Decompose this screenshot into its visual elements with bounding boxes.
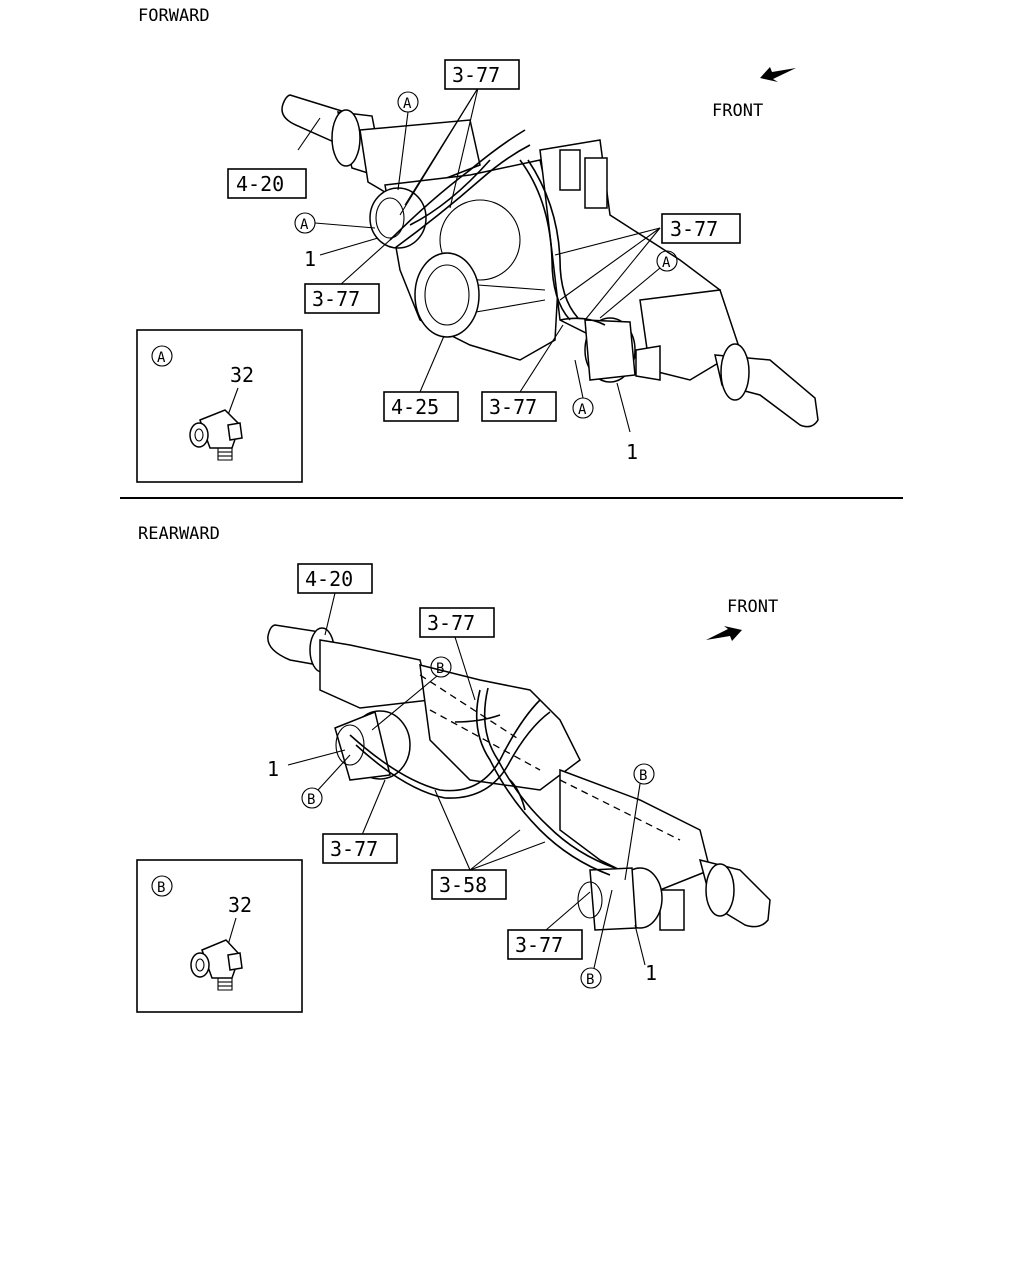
label-1-right: 1 xyxy=(626,440,638,464)
marker-b-1: B xyxy=(436,661,444,677)
forward-callouts: 3-77 4-20 3-77 3-77 4-25 3-77 xyxy=(227,59,741,422)
inset-b-part-number: 32 xyxy=(228,893,252,917)
front-arrow-icon xyxy=(706,626,742,641)
marker-b-2: B xyxy=(307,792,315,808)
inset-b: B 32 xyxy=(136,859,303,1013)
callout-4-25: 4-25 xyxy=(391,395,439,419)
label-1-left: 1 xyxy=(304,247,316,271)
forward-section: FORWARD FRONT xyxy=(136,6,819,483)
marker-a-3: A xyxy=(662,255,671,271)
callout-4-20: 4-20 xyxy=(236,172,284,196)
callout-3-77-right: 3-77 xyxy=(670,217,718,241)
inset-a-part-number: 32 xyxy=(230,363,254,387)
callout-3-77-top: 3-77 xyxy=(452,63,500,87)
forward-axle-drawing xyxy=(281,94,819,428)
rearward-callouts: 4-20 3-77 3-77 3-58 3-77 xyxy=(297,563,583,960)
callout-3-77-left: 3-77 xyxy=(312,287,360,311)
marker-a-2: A xyxy=(300,217,309,233)
elbow-fitting-icon xyxy=(189,409,243,461)
callout-r-4-20: 4-20 xyxy=(305,567,353,591)
callout-r-3-77-left: 3-77 xyxy=(330,837,378,861)
callout-3-77-bottom: 3-77 xyxy=(489,395,537,419)
r-label-1-right: 1 xyxy=(645,961,657,985)
forward-title: FORWARD xyxy=(138,6,210,26)
inset-a: A 32 xyxy=(136,329,303,483)
callout-r-3-58: 3-58 xyxy=(439,873,487,897)
r-label-1-left: 1 xyxy=(267,757,279,781)
rearward-front-label: FRONT xyxy=(727,597,778,617)
rearward-axle-drawing xyxy=(267,624,771,931)
marker-b-3: B xyxy=(639,768,647,784)
inset-b-marker: B xyxy=(157,880,165,896)
elbow-fitting-icon xyxy=(190,939,243,991)
marker-a-4: A xyxy=(578,402,587,418)
rearward-leader-lines xyxy=(287,592,646,969)
forward-leader-lines xyxy=(297,87,661,433)
forward-front-label: FRONT xyxy=(712,101,763,121)
rearward-section: REARWARD FRONT xyxy=(136,524,778,1013)
marker-a-1: A xyxy=(403,96,412,112)
callout-r-3-77-top: 3-77 xyxy=(427,611,475,635)
forward-circle-markers: A A A A xyxy=(294,91,678,419)
front-arrow-icon xyxy=(760,67,796,82)
rearward-title: REARWARD xyxy=(138,524,220,544)
rearward-circle-markers: B B B B xyxy=(301,656,655,989)
marker-b-4: B xyxy=(586,972,594,988)
callout-r-3-77-bottom: 3-77 xyxy=(515,933,563,957)
inset-a-marker: A xyxy=(157,350,166,366)
